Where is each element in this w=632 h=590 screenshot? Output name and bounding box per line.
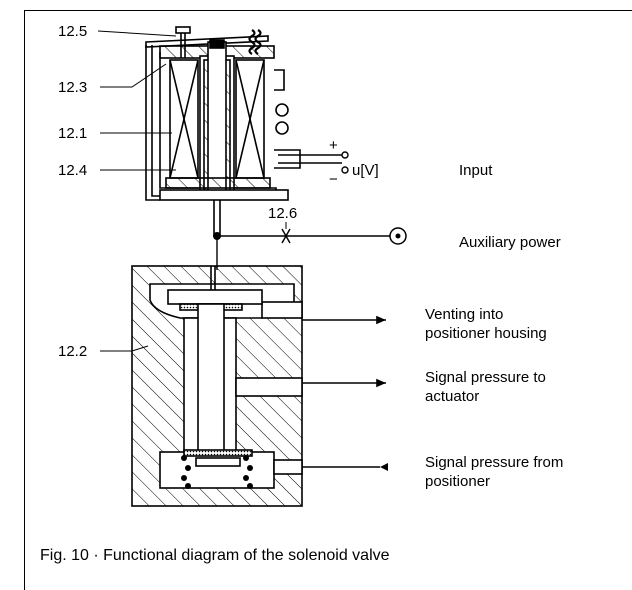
coil-base-plate	[165, 177, 271, 189]
pneumatic-arrows	[302, 315, 388, 471]
figure-caption: Fig. 10 · Functional diagram of the sole…	[40, 547, 390, 564]
label-signal-to-line-2: actuator	[425, 388, 479, 405]
voltage-label: u[V]	[352, 162, 379, 179]
label-signal-to-line-1: Signal pressure to	[425, 369, 546, 386]
adjust-screw	[175, 26, 191, 34]
bottom-springs	[181, 455, 253, 489]
callout-12-6: 12.6	[268, 205, 297, 222]
label-venting-line-2: positioner housing	[425, 325, 547, 342]
callout-12-2: 12.2	[58, 343, 87, 360]
connector	[274, 69, 285, 91]
bottom-seal	[183, 449, 253, 457]
input-leads	[278, 151, 349, 174]
aux-power-line	[216, 228, 390, 270]
frame-top-border	[24, 10, 632, 11]
terminal-plus: +	[329, 137, 338, 154]
callout-12-5: 12.5	[58, 23, 87, 40]
label-auxiliary-power: Auxiliary power	[459, 234, 561, 251]
label-signal-from-line-2: positioner	[425, 473, 490, 490]
callout-12-1: 12.1	[58, 125, 87, 142]
valve-stem	[197, 303, 225, 455]
label-venting-line-1: Venting into	[425, 306, 503, 323]
terminal-minus: −	[329, 171, 338, 188]
valve-body	[131, 265, 303, 507]
solenoid-assembly	[145, 26, 301, 236]
label-signal-from-line-1: Signal pressure from	[425, 454, 563, 471]
piston-disk	[167, 289, 263, 305]
callout-12-3: 12.3	[58, 79, 87, 96]
label-input: Input	[459, 162, 493, 179]
plunger	[207, 41, 227, 193]
callout-leaders	[97, 30, 287, 352]
callout-12-4: 12.4	[58, 162, 87, 179]
junction-dot	[213, 232, 221, 240]
frame-left-border	[24, 10, 25, 590]
